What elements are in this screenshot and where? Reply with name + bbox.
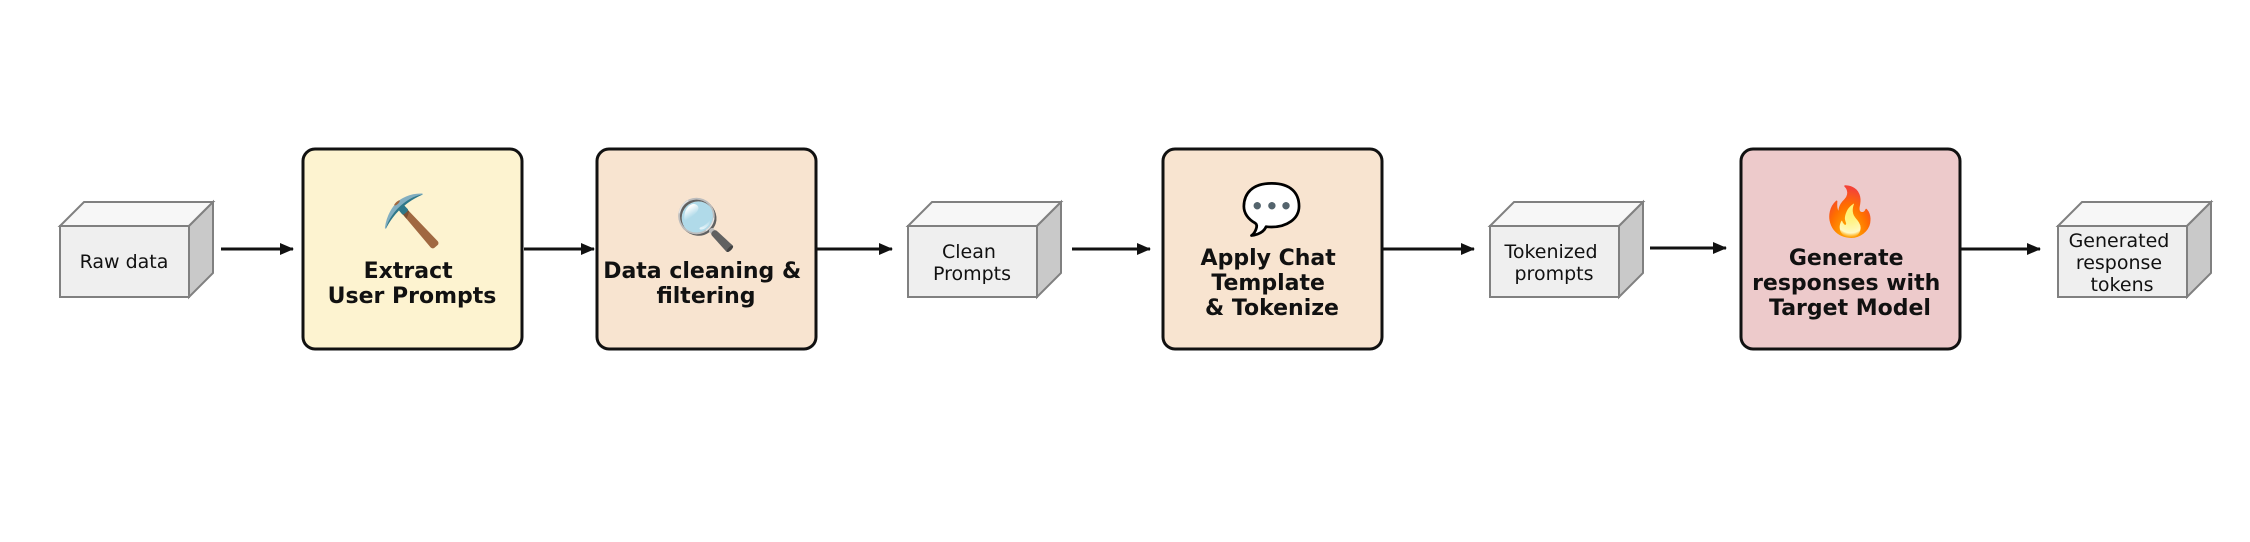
node-label-line: responses with: [1752, 271, 1940, 296]
svg-text:Raw data: Raw data: [80, 251, 169, 273]
cube-front-face: [59, 225, 190, 298]
node-tokenized: Tokenized prompts: [1487, 199, 1646, 300]
node-generate: 🔥 Generate responses with Target Model: [1739, 147, 1962, 351]
step-box: [1739, 147, 1962, 351]
node-label-line: Extract: [364, 259, 453, 284]
speech-bubble-icon: 💬: [1241, 180, 1303, 238]
node-template: 💬 Apply Chat Template & Tokenize: [1161, 147, 1384, 351]
node-label-line: Target Model: [1769, 296, 1931, 321]
node-raw: Raw data: [57, 199, 216, 300]
node-clean: 🔍 Data cleaning & filtering: [595, 147, 818, 351]
node-label-line: response: [2076, 252, 2162, 274]
cube-top-face: [57, 201, 216, 227]
node-label-line: Generated: [2069, 230, 2170, 252]
svg-text:Generate responses with: Generate responses with Target Model: [1752, 246, 1948, 321]
cube-front-face: [1489, 225, 1620, 298]
node-output: Generated response tokens: [2055, 199, 2214, 300]
step-box: [301, 147, 524, 351]
node-label-line: prompts: [1515, 263, 1594, 285]
cube-top-face: [2055, 201, 2214, 227]
node-extract: ⛏️ Extract User Prompts: [301, 147, 524, 351]
node-label-line: filtering: [656, 284, 755, 309]
svg-text:Clean Prompts: Clean Prompts: [933, 241, 1011, 285]
edges: [221, 242, 2041, 255]
node-label-line: & Tokenize: [1205, 296, 1339, 321]
cube-top-face: [1487, 201, 1646, 227]
svg-text:Generated response: Generated response tokens: [2069, 230, 2176, 296]
svg-text:Tokenized prompts: Tokenized prompts: [1503, 241, 1603, 285]
node-label-line: Apply Chat: [1201, 246, 1337, 271]
svg-text:Extract User Prompts: Extract User Prompts: [328, 259, 497, 309]
node-clean-prompts: Clean Prompts: [905, 199, 1064, 300]
cube-top-face: [905, 201, 1064, 227]
cube-front-face: [2057, 225, 2188, 298]
node-label-line: Prompts: [933, 263, 1011, 285]
node-label-line: Tokenized: [1503, 241, 1597, 263]
node-label-line: Raw data: [80, 251, 169, 273]
svg-text:Apply Chat Template: Apply Chat Template & Tokenize: [1201, 246, 1344, 321]
node-label-line: Template: [1211, 271, 1325, 296]
magnifying-glass-icon: 🔍: [675, 193, 737, 254]
fire-icon: 🔥: [1820, 184, 1880, 240]
pickaxe-icon: ⛏️: [381, 192, 443, 250]
step-box: [1161, 147, 1384, 351]
node-label-line: User Prompts: [328, 284, 497, 309]
node-label-line: Data cleaning &: [603, 259, 801, 284]
svg-text:Data cleaning & filterin: Data cleaning & filtering: [603, 259, 809, 309]
step-box: [595, 147, 818, 351]
node-label-line: Clean: [942, 241, 996, 263]
node-label-line: Generate: [1789, 246, 1904, 271]
cube-front-face: [907, 225, 1038, 298]
node-label-line: tokens: [2090, 274, 2153, 296]
